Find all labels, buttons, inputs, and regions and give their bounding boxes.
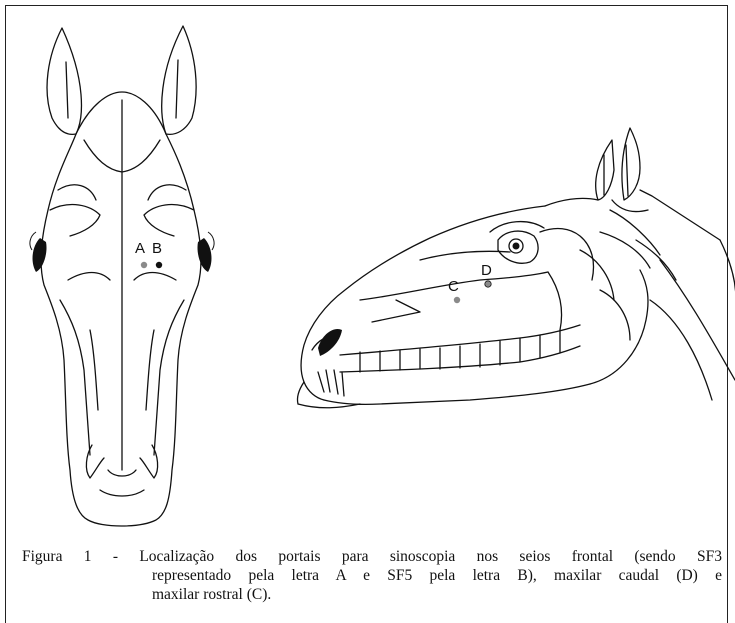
portal-marker-b — [156, 262, 162, 268]
label-b: B — [152, 240, 162, 257]
caption-line-1: Figura 1 - Localização dos portais para … — [22, 547, 722, 566]
figure-caption: Figura 1 - Localização dos portais para … — [22, 547, 722, 604]
right-eye-shape — [197, 238, 211, 272]
label-d: D — [481, 262, 492, 279]
portal-marker-a — [141, 262, 147, 268]
portal-marker-c — [454, 297, 460, 303]
label-a: A — [135, 240, 145, 257]
portal-marker-d — [485, 281, 491, 287]
side-eye-pupil — [513, 243, 520, 250]
horse-head-front-view — [41, 26, 201, 526]
caption-line-3: maxilar rostral (C). — [22, 585, 722, 604]
caption-line-2: representado pela letra A e SF5 pela let… — [22, 566, 722, 585]
label-c: C — [448, 278, 459, 295]
nostril-shape — [318, 329, 342, 356]
horse-head-side-view — [297, 128, 735, 408]
left-eye-shape — [33, 238, 47, 272]
